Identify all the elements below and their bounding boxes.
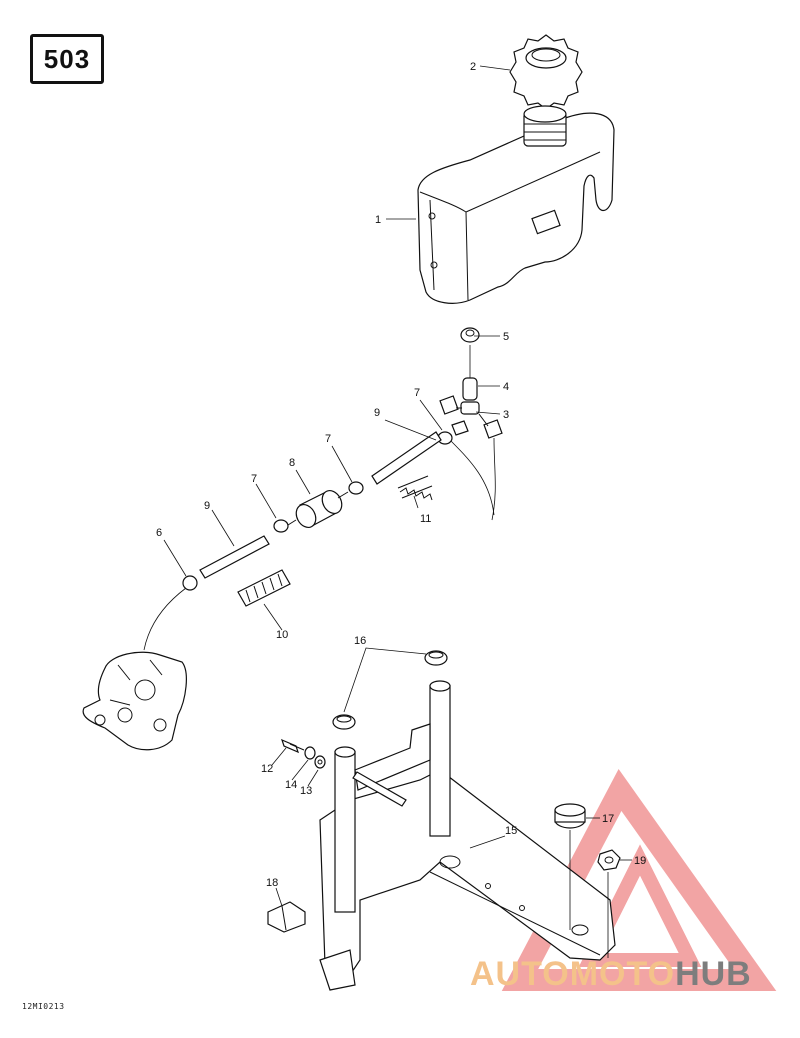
hose-part [199,431,442,579]
tank-cap-part [509,34,583,110]
callout-2: 2 [470,61,476,73]
spring-part [397,475,433,501]
oil-tank-part [417,105,615,304]
grommet-part [460,327,480,343]
bolt-washer-set-part [281,738,326,769]
callout-7a: 7 [414,387,420,399]
fitting-part [462,377,478,401]
rubber-grommet-part [332,650,448,730]
callout-4: 4 [503,381,509,393]
valve-tee-part [439,395,503,439]
callout-10: 10 [276,629,288,641]
callout-5: 5 [503,331,509,343]
reference-code: 12MI0213 [22,1002,65,1011]
callout-8: 8 [289,457,295,469]
callout-16: 16 [354,635,366,647]
watermark-brand-part1: AUTOMOTO [470,955,676,993]
leader-lines [163,65,632,907]
oil-pump-part [82,651,187,751]
watermark-brand: AUTOMOTOHUB [470,955,752,994]
fuel-filter-part [287,489,349,529]
callout-1: 1 [375,214,381,226]
callout-12: 12 [261,763,273,775]
callout-6: 6 [156,527,162,539]
page-number-badge: 503 [30,34,104,84]
callout-18: 18 [266,877,278,889]
callout-17: 17 [602,813,614,825]
callout-14: 14 [285,779,297,791]
watermark-brand-part2: HUB [675,955,752,993]
callout-9a: 9 [374,407,380,419]
hose-fitting-part [182,575,198,591]
callout-11: 11 [420,513,431,525]
large-spring-part [237,569,291,607]
callout-9b: 9 [204,500,210,512]
callout-3: 3 [503,409,509,421]
callout-7c: 7 [251,473,257,485]
callout-15: 15 [505,825,517,837]
callout-7b: 7 [325,433,331,445]
nut-part [597,849,621,871]
bushing-part [554,803,586,829]
callout-13: 13 [300,785,312,797]
mounting-bracket-part [319,680,616,991]
callout-19: 19 [634,855,646,867]
hose-clip-part [267,901,306,933]
